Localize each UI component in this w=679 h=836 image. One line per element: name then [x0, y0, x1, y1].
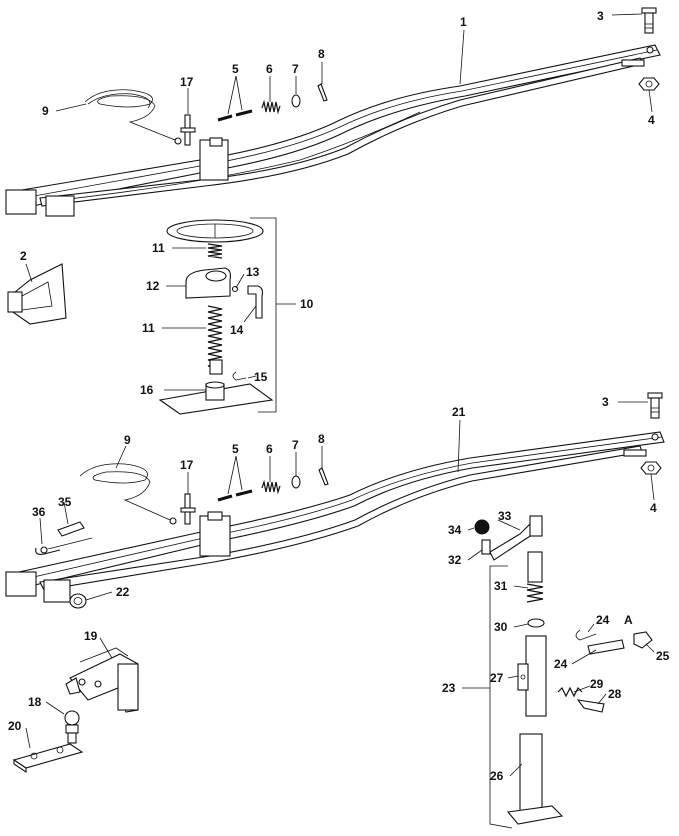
callout-31: 31 — [494, 579, 508, 593]
upper-tongue-frame — [5, 44, 661, 217]
safety-chain-lower — [79, 463, 177, 525]
safety-chain-upper — [84, 89, 182, 145]
callout-8: 8 — [318, 47, 325, 61]
plate-20 — [12, 743, 84, 774]
callout-12: 12 — [146, 279, 160, 293]
pins-5-lower — [217, 489, 253, 502]
washer-7-upper — [291, 94, 301, 108]
callout-21: 21 — [452, 405, 466, 419]
washer-7-lower — [291, 475, 301, 489]
pin-17-lower — [180, 493, 196, 525]
ball-18 — [64, 710, 80, 744]
spring-6-lower — [261, 479, 281, 495]
callout-2: 2 — [20, 249, 27, 263]
jack-assembly-10 — [158, 217, 277, 415]
stand-jack-23 — [474, 515, 653, 829]
callout-6: 6 — [266, 442, 273, 456]
callout-14: 14 — [230, 323, 244, 337]
callout-26: 26 — [490, 769, 504, 783]
callout-4: 4 — [650, 501, 657, 515]
nut-upper — [638, 77, 660, 91]
callout-4: 4 — [648, 113, 655, 127]
callout-20: 20 — [8, 719, 22, 733]
cotter-8-lower — [318, 467, 329, 486]
callout-30: 30 — [494, 620, 508, 634]
callout-9: 9 — [124, 433, 131, 447]
callout-11: 11 — [142, 321, 155, 335]
callout-15: 15 — [254, 370, 268, 384]
callout-35: 35 — [58, 495, 72, 509]
callout-29: 29 — [590, 677, 604, 691]
callout-33: 33 — [498, 509, 512, 523]
callout-7: 7 — [292, 62, 299, 76]
callout-A: A — [624, 613, 633, 627]
callout-32: 32 — [448, 553, 462, 567]
callout-labels: 1 2 3 4 5 6 7 8 9 10 11 11 12 13 14 15 1… — [8, 9, 670, 783]
callout-24: 24 — [554, 657, 568, 671]
callout-8: 8 — [318, 432, 325, 446]
pin-17-upper — [180, 114, 196, 146]
callout-1: 1 — [460, 15, 467, 29]
callout-3: 3 — [597, 9, 604, 23]
callout-10: 10 — [300, 297, 314, 311]
coupler-19 — [65, 647, 139, 713]
callout-17: 17 — [180, 75, 194, 89]
callout-11: 11 — [152, 241, 165, 255]
callout-6: 6 — [266, 62, 273, 76]
pins-5-upper — [217, 109, 253, 122]
bolt-upper — [641, 7, 657, 34]
callout-24: 24 — [596, 613, 610, 627]
callout-28: 28 — [608, 687, 622, 701]
bushing-22 — [69, 593, 87, 609]
callout-5: 5 — [232, 62, 239, 76]
lower-tongue-frame — [5, 431, 665, 603]
callout-3: 3 — [602, 395, 609, 409]
callout-18: 18 — [28, 695, 42, 709]
nut-lower — [640, 461, 662, 475]
bolt-lower — [647, 392, 663, 419]
callout-22: 22 — [116, 585, 130, 599]
callout-27: 27 — [490, 671, 504, 685]
callout-36: 36 — [32, 505, 46, 519]
callout-34: 34 — [448, 523, 462, 537]
callout-7: 7 — [292, 438, 299, 452]
leader-lines — [25, 13, 655, 777]
callout-9: 9 — [42, 104, 49, 118]
callout-23: 23 — [442, 681, 456, 695]
bracket-2 — [7, 263, 67, 325]
callout-13: 13 — [246, 265, 260, 279]
callout-17: 17 — [180, 458, 194, 472]
callout-25: 25 — [656, 649, 670, 663]
callout-16: 16 — [140, 383, 154, 397]
clips-35-36 — [35, 521, 93, 555]
spring-6-upper — [261, 99, 281, 115]
cotter-8-upper — [317, 83, 328, 102]
callout-19: 19 — [84, 629, 98, 643]
callout-5: 5 — [232, 442, 239, 456]
